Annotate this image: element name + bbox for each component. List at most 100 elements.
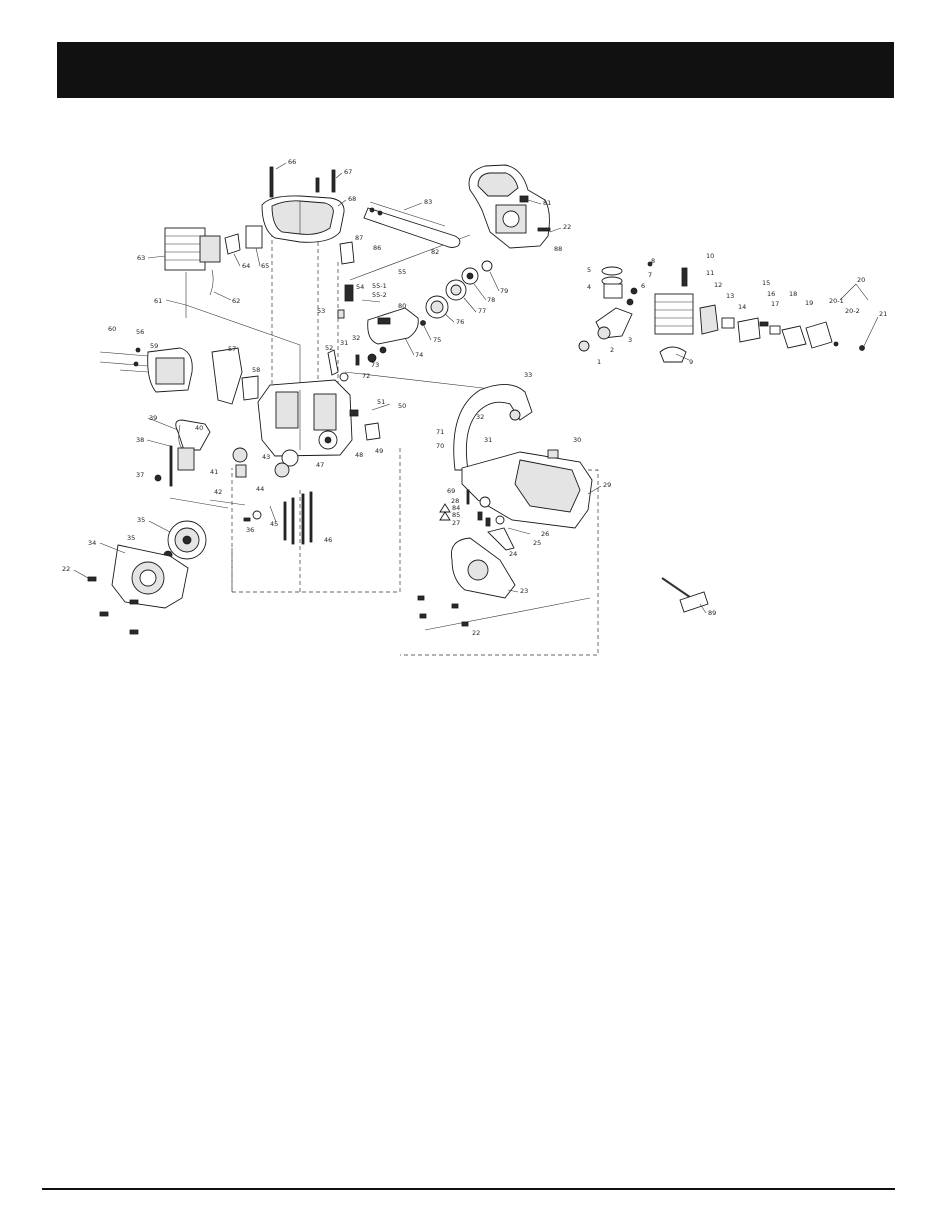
callout-label: 45 <box>270 520 278 528</box>
callout-label: 85 <box>452 511 460 519</box>
callout-label: 70 <box>436 442 444 450</box>
callout-label: 48 <box>355 451 363 459</box>
callout-label: 32 <box>352 334 360 342</box>
callout-label: 24 <box>509 550 517 558</box>
warning-icons <box>440 504 450 520</box>
callout-label: 36 <box>246 526 254 534</box>
callout-label: 41 <box>210 468 218 476</box>
callout-label: 59 <box>150 342 158 350</box>
cylinder-left-assembly <box>165 226 262 318</box>
callout-label: 46 <box>324 536 332 544</box>
callout-label: 89 <box>708 609 716 617</box>
callout-label: 23 <box>520 587 528 595</box>
callout-label: 40 <box>195 424 203 432</box>
callout-label: 1 <box>597 358 601 366</box>
callout-label: 43 <box>262 453 270 461</box>
callout-label: 14 <box>738 303 746 311</box>
callout-label: 27 <box>452 519 460 527</box>
callout-label: 74 <box>415 351 423 359</box>
callout-label: 21 <box>879 310 887 318</box>
callout-label: 84 <box>452 504 460 512</box>
callout-label: 79 <box>500 287 508 295</box>
oil-pump-parts <box>350 404 390 440</box>
callout-label: 39 <box>149 414 157 422</box>
callout-label: 51 <box>377 398 385 406</box>
callout-label: 73 <box>371 361 379 369</box>
warning-triangle-icon <box>440 512 450 520</box>
callout-label: 10 <box>706 252 714 260</box>
crankcase <box>258 380 352 456</box>
callout-label: 55 <box>398 268 406 276</box>
callout-label: 37 <box>136 471 144 479</box>
callout-label: 33 <box>524 371 532 379</box>
callout-label: 31 <box>484 436 492 444</box>
callout-label: 47 <box>316 461 324 469</box>
callout-label: 88 <box>554 245 562 253</box>
callout-label: 64 <box>242 262 250 270</box>
callout-label: 60 <box>108 325 116 333</box>
top-cover-assembly <box>262 167 344 242</box>
callout-label: 7 <box>648 271 652 279</box>
callout-label: 42 <box>214 488 222 496</box>
combination-wrench <box>662 578 708 612</box>
callout-label: 29 <box>603 481 611 489</box>
long-bolts <box>253 492 312 544</box>
callout-label: 81 <box>543 199 551 207</box>
callout-label: 66 <box>288 158 296 166</box>
callout-label: 5 <box>587 266 591 274</box>
callout-label: 19 <box>805 299 813 307</box>
callout-label: 31 <box>340 339 348 347</box>
callout-label: 50 <box>398 402 406 410</box>
callout-label: 83 <box>424 198 432 206</box>
callout-label: 22 <box>472 629 480 637</box>
callout-label: 55-2 <box>372 291 387 299</box>
callout-label: 71 <box>436 428 444 436</box>
callout-label: 38 <box>136 436 144 444</box>
callout-label: 54 <box>356 283 364 291</box>
clutch-cover <box>418 538 515 626</box>
callout-label: 6 <box>641 282 645 290</box>
callout-label: 86 <box>373 244 381 252</box>
callout-label: 87 <box>355 234 363 242</box>
side-cover-assembly <box>462 450 592 550</box>
callout-label: 15 <box>762 279 770 287</box>
callout-label: 20 <box>857 276 865 284</box>
callout-label: 25 <box>533 539 541 547</box>
callout-label: 49 <box>375 447 383 455</box>
callout-label: 65 <box>261 262 269 270</box>
callout-label: 2 <box>610 346 614 354</box>
rear-handle-housing <box>469 165 550 248</box>
callout-label: 62 <box>232 297 240 305</box>
callout-label: 4 <box>587 283 591 291</box>
callout-label: 76 <box>456 318 464 326</box>
callout-label: 67 <box>344 168 352 176</box>
callout-label: 52 <box>325 344 333 352</box>
callout-label: 53 <box>317 307 325 315</box>
callout-label: 12 <box>714 281 722 289</box>
callout-label: 11 <box>706 269 714 277</box>
callout-label: 72 <box>362 372 370 380</box>
engine-internal-parts <box>579 262 865 362</box>
callout-label: 68 <box>348 195 356 203</box>
callout-label: 17 <box>771 300 779 308</box>
clutch-assembly <box>368 261 492 362</box>
callout-label: 16 <box>767 290 775 298</box>
callout-label: 61 <box>154 297 162 305</box>
callout-label: 57 <box>228 345 236 353</box>
callout-label: 3 <box>628 336 632 344</box>
callout-label: 20-2 <box>845 307 860 315</box>
callout-label: 32 <box>476 413 484 421</box>
callout-label: 18 <box>789 290 797 298</box>
callout-label: 78 <box>487 296 495 304</box>
callout-label: 77 <box>478 307 486 315</box>
callout-label: 55-1 <box>372 282 387 290</box>
callout-label: 58 <box>252 366 260 374</box>
footer-rule <box>42 1188 895 1190</box>
warning-triangle-icon <box>440 504 450 512</box>
callout-label: 22 <box>563 223 571 231</box>
callout-label: 80 <box>398 302 406 310</box>
callout-label: 9 <box>689 358 693 366</box>
callout-label: 13 <box>726 292 734 300</box>
callout-label: 56 <box>136 328 144 336</box>
callout-label: 75 <box>433 336 441 344</box>
